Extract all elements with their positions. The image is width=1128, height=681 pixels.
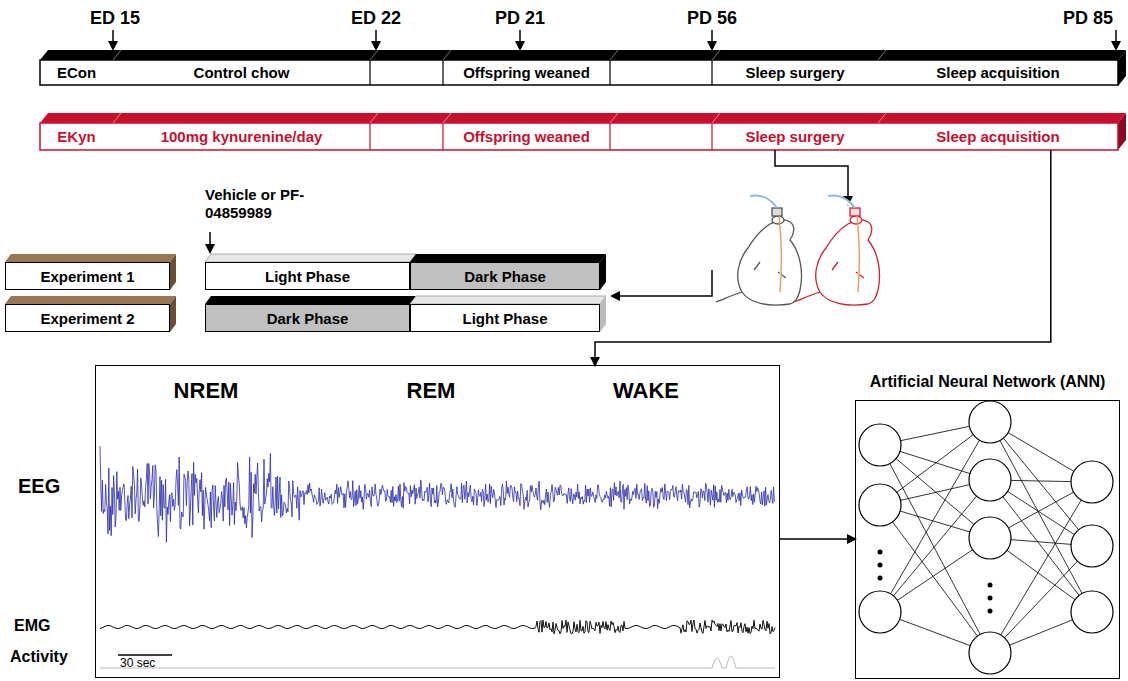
flow-connector [780,538,855,540]
ann-box: Artificial Neural Network (ANN) [855,400,1120,679]
node-text: EKyn [57,128,95,145]
ann-graph [859,401,1113,674]
node-text: WAKE [613,378,679,404]
stage-box: Light Phase [410,304,600,332]
stage-box: Sleep surgery [712,123,878,150]
flow-connector [595,150,1051,365]
kynurenine-bar [40,113,1126,150]
node-text: Sleep acquisition [936,64,1059,81]
flow-arrows [612,150,848,296]
node-text: Artificial Neural Network (ANN) [870,373,1106,391]
stage-box: Sleep surgery [712,60,878,85]
timepoint-label: PD 56 [687,8,737,30]
channel-label: Activity [10,647,68,666]
node-text: Sleep acquisition [936,128,1059,145]
scale-bar [118,654,172,656]
stage-box: ECon [40,60,113,85]
stage-box: 100mg kynurenine/day [113,123,370,150]
stage-box: Dark Phase [205,304,410,332]
node-text: Light Phase [462,310,547,327]
node-text: Control chow [194,64,290,81]
stage-box: Sleep acquisition [878,60,1118,85]
node-text: Experiment 2 [40,310,134,327]
node-text: REM [407,378,456,404]
control-bar [40,50,1126,86]
timepoint-label: PD 85 [1063,8,1113,30]
stage-box: Light Phase [205,262,410,290]
timepoint-label: PD 21 [495,8,545,30]
stage-box: Experiment 1 [5,262,170,290]
node-text: Offspring weaned [463,64,590,81]
node-text: Experiment 1 [40,268,134,285]
node-text: Offspring weaned [463,128,590,145]
experiment-rows [5,254,606,332]
treatment-note: Vehicle or PF-04859989 [205,186,323,222]
stage-box: Sleep acquisition [878,123,1118,150]
timepoint-label: ED 15 [90,8,140,30]
trace-line [100,620,775,634]
stage-box: Control chow [113,60,370,85]
trace-line [100,656,775,668]
stage-box: Dark Phase [410,262,600,290]
node-text: Sleep surgery [745,64,844,81]
node-text: Light Phase [265,268,350,285]
channel-label: EEG [18,474,60,498]
node-text: 100mg kynurenine/day [161,128,323,145]
node-text: Sleep surgery [745,128,844,145]
node-text: Dark Phase [267,310,349,327]
eeg-panel: NREM REM WAKE 30 sec [95,365,780,678]
signal-traces [100,446,775,668]
stage-box: Experiment 2 [5,304,170,332]
channel-label: EMG [14,616,50,635]
timepoint-label: ED 22 [351,8,401,30]
stage-box: Offspring weaned [443,123,610,150]
stage-box: EKyn [40,123,113,150]
rat-control [716,196,802,306]
trace-line [100,446,774,542]
timeline-arrows [113,30,1116,252]
node-text: Dark Phase [464,268,546,285]
node-text: 30 sec [120,656,155,670]
node-text: ECon [57,64,96,81]
stage-box: Offspring weaned [443,60,610,85]
rat-kynurenine [794,196,880,306]
node-text: NREM [174,378,239,404]
